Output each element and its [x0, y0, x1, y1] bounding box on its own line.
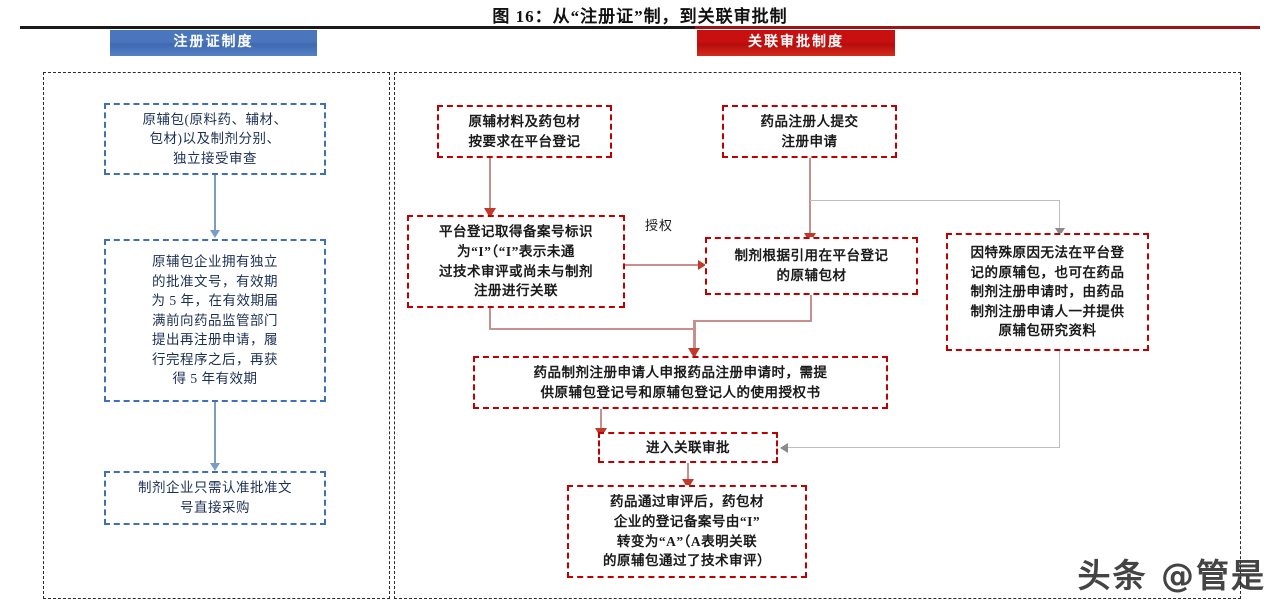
- node-right-2-text: 药品注册人提交 注册申请: [760, 113, 859, 149]
- connector-r2-r5-horizontal: [810, 200, 1060, 202]
- node-right-5: 因特殊原因无法在平台登 记的原辅包，也可在药品 制剂注册申请时，由药品 制剂注册…: [946, 233, 1149, 351]
- connector-left-1-2: [214, 175, 216, 232]
- arrowhead-r2-r5: [1055, 228, 1065, 236]
- node-right-3: 平台登记取得备案号标识 为“I”（“I”表示未通 过技术审评或尚未与制剂 注册进…: [407, 215, 625, 308]
- title-rule: [20, 26, 1260, 29]
- connector-r4-r6-vertical: [810, 295, 812, 322]
- connector-r5-r7-vertical: [1059, 351, 1061, 448]
- node-left-1-text: 原辅包(原料药、辅材、 包材)以及制剂分别、 独立接受审查: [142, 111, 288, 166]
- watermark: 头条 @管是: [1077, 556, 1266, 595]
- connector-r3-r4: [625, 264, 703, 266]
- connector-r1-r3: [489, 158, 491, 213]
- node-left-2: 原辅包企业拥有独立 的批准文号，有效期 为 5 年，在有效期届 满前向药品监管部…: [104, 239, 326, 402]
- arrowhead-r5-r7: [780, 443, 788, 453]
- connector-r2-r4: [809, 158, 811, 239]
- connector-r5-r7-horizontal: [787, 447, 1060, 449]
- node-left-3: 制剂企业只需认准批准文 号直接采购: [104, 471, 326, 525]
- connector-r6-r7: [600, 409, 602, 437]
- arrowhead-r6: [688, 348, 700, 358]
- node-right-1-text: 原辅材料及药包材 按要求在平台登记: [468, 113, 581, 149]
- connector-r4-r6-horizontal: [693, 320, 812, 322]
- arrowhead-r7-r8: [682, 479, 694, 489]
- edge-label-authorization: 授权: [645, 218, 674, 233]
- header-pill-left: 注册证制度: [110, 30, 317, 56]
- arrowhead-r3-r4: [698, 260, 706, 270]
- arrowhead-left-1-2: [210, 230, 220, 238]
- node-left-2-text: 原辅包企业拥有独立 的批准文号，有效期 为 5 年，在有效期届 满前向药品监管部…: [151, 254, 279, 387]
- node-left-1: 原辅包(原料药、辅材、 包材)以及制剂分别、 独立接受审查: [104, 103, 326, 175]
- connector-r2-r5-vertical: [1059, 200, 1061, 233]
- figure-title: 图 16：从“注册证”制，到关联审批制: [492, 7, 788, 26]
- node-right-6-text: 药品制剂注册申请人申报药品注册申请时，需提 供原辅包登记号和原辅包登记人的使用授…: [533, 364, 828, 400]
- connector-left-2-3: [214, 402, 216, 465]
- node-right-3-text: 平台登记取得备案号标识 为“I”（“I”表示未通 过技术审评或尚未与制剂 注册进…: [439, 224, 593, 299]
- node-right-8-text: 药品通过审评后，药包材 企业的登记备案号由“I” 转变为“A”（A表明关联 的原…: [603, 494, 771, 569]
- node-right-4: 制剂根据引用在平台登记 的原辅包材: [705, 237, 918, 295]
- arrowhead-left-2-3: [210, 463, 220, 471]
- node-right-5-text: 因特殊原因无法在平台登 记的原辅包，也可在药品 制剂注册申请时，由药品 制剂注册…: [970, 245, 1125, 339]
- title-rule-accent: [695, 26, 1260, 29]
- connector-r6-drop: [693, 320, 696, 356]
- node-left-3-text: 制剂企业只需认准批准文 号直接采购: [138, 480, 292, 515]
- connector-r7-r8: [687, 463, 689, 486]
- node-right-6: 药品制剂注册申请人申报药品注册申请时，需提 供原辅包登记号和原辅包登记人的使用授…: [473, 356, 888, 409]
- node-right-1: 原辅材料及药包材 按要求在平台登记: [437, 105, 612, 158]
- arrowhead-r1-r3: [484, 208, 496, 218]
- node-right-4-text: 制剂根据引用在平台登记 的原辅包材: [734, 248, 889, 283]
- node-right-7: 进入关联审批: [598, 432, 778, 463]
- connector-r3-r6-horizontal: [489, 328, 694, 330]
- connector-r3-r6-vertical: [489, 308, 491, 329]
- header-pill-right: 关联审批制度: [697, 30, 895, 56]
- node-right-2: 药品注册人提交 注册申请: [722, 105, 897, 158]
- node-right-7-text: 进入关联审批: [646, 439, 730, 455]
- node-right-8: 药品通过审评后，药包材 企业的登记备案号由“I” 转变为“A”（A表明关联 的原…: [567, 485, 807, 578]
